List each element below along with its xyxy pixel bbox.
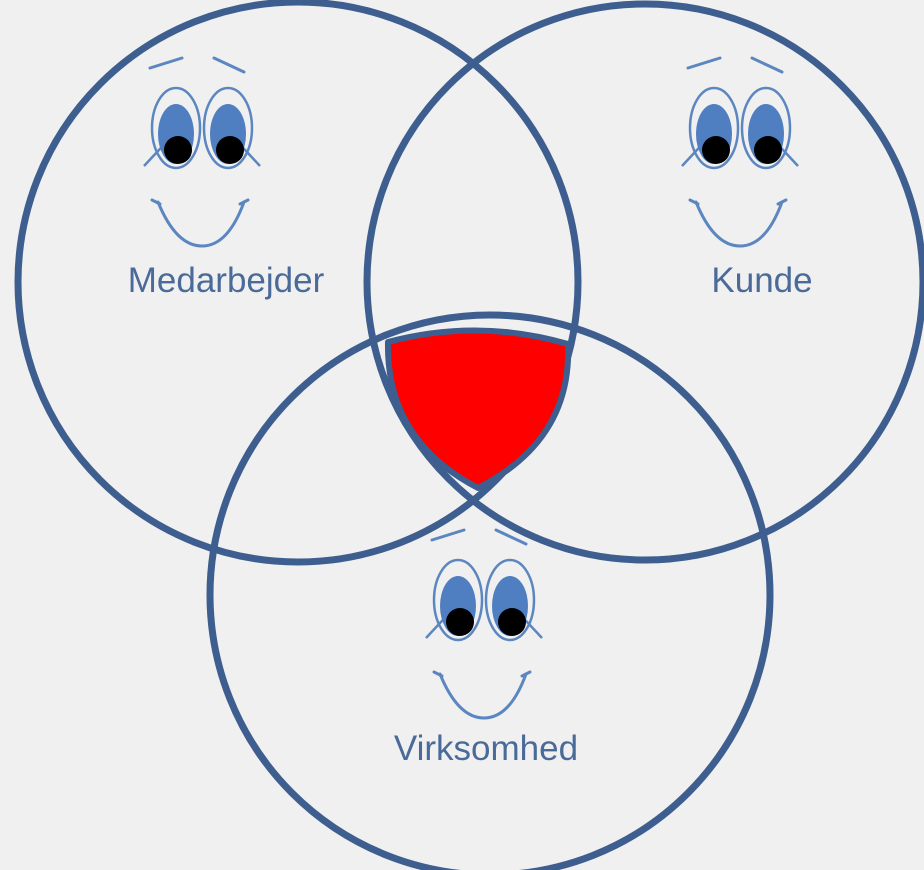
smiley-face-icon-kunde — [682, 58, 798, 246]
label-virksomhed: Virksomhed — [394, 729, 578, 768]
label-kunde: Kunde — [711, 261, 812, 300]
circle-kunde — [367, 4, 923, 560]
smiley-face-icon-medarbejder — [144, 58, 260, 246]
smiley-face-icon-virksomhed — [426, 530, 542, 718]
label-medarbejder: Medarbejder — [128, 261, 325, 300]
center-intersection-region — [388, 330, 568, 488]
